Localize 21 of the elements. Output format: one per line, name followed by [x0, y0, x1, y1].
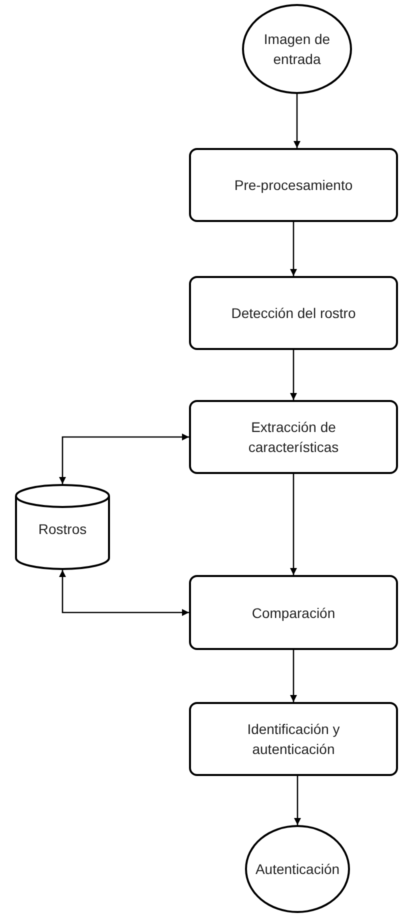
- arrow: [294, 776, 301, 825]
- node-label: Detección del rostro: [230, 304, 357, 323]
- arrow: [290, 222, 297, 276]
- arrow: [294, 94, 300, 148]
- node-label: Comparación: [250, 604, 336, 622]
- arrow: [290, 650, 297, 702]
- process-box: [189, 400, 398, 474]
- arrow: [290, 474, 297, 575]
- node-label: Pre-procesamiento: [233, 176, 354, 195]
- node-label: Identificación y autenticación: [246, 720, 341, 759]
- arrow: [59, 570, 189, 616]
- arrow: [290, 350, 297, 400]
- process-box: [189, 702, 398, 776]
- node-label: Imagen de entrada: [262, 30, 332, 69]
- node-label: Extracción de características: [247, 418, 340, 457]
- arrow: [59, 434, 189, 484]
- process-box: [189, 148, 398, 222]
- process-box: [189, 575, 398, 650]
- node-label: Autenticación: [254, 860, 341, 879]
- node-label: Rostros: [37, 520, 88, 539]
- process-box: [189, 276, 398, 350]
